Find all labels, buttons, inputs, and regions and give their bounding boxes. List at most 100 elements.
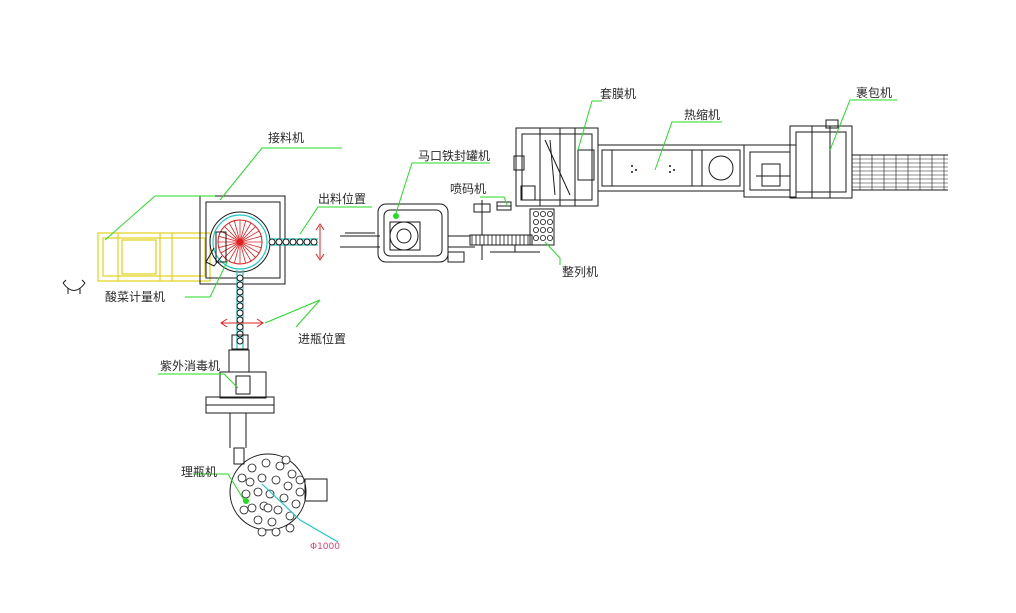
conveyor-bottle-infeed bbox=[220, 270, 264, 350]
conveyor-bottle bbox=[236, 295, 244, 303]
aligner-cell bbox=[547, 234, 554, 241]
rotary-ray bbox=[239, 241, 252, 262]
bottle-slot bbox=[245, 477, 255, 487]
rotary-filler-table bbox=[209, 211, 271, 273]
bottle-slot bbox=[275, 461, 285, 471]
orientation-symbol bbox=[62, 279, 86, 294]
aligning-machine bbox=[490, 208, 555, 253]
label-diameter-dimension: Φ1000 bbox=[310, 542, 340, 552]
rotary-ray bbox=[239, 241, 247, 264]
bottle-slot bbox=[239, 505, 249, 515]
conveyor-bottle bbox=[236, 323, 244, 331]
wrap-around-packer bbox=[743, 119, 948, 199]
discharge-position-marker bbox=[315, 223, 325, 261]
aligner-cell bbox=[547, 210, 554, 217]
label-wrap-around-packer: 裹包机 bbox=[856, 85, 892, 100]
label-bottle-unscrambler: 理瓶机 bbox=[181, 465, 217, 479]
accumulating-conveyor bbox=[469, 234, 533, 246]
bottle-slot bbox=[261, 458, 271, 468]
bottle-slot bbox=[253, 487, 263, 497]
label-uv-sterilizer: 紫外消毒机 bbox=[160, 359, 220, 373]
bottle-slot bbox=[285, 511, 295, 521]
rotary-ray bbox=[218, 235, 241, 243]
aligner-cell bbox=[547, 218, 554, 225]
bottle-slot bbox=[287, 469, 297, 479]
bottle-slot bbox=[257, 473, 267, 483]
conveyor-bottle bbox=[236, 281, 244, 289]
conveyor-bottle bbox=[289, 238, 297, 246]
rotary-ray bbox=[220, 241, 241, 254]
aligner-cell bbox=[540, 218, 547, 225]
conveyor-bottle bbox=[236, 337, 244, 345]
label-film-sleeving-machine: 套膜机 bbox=[600, 87, 636, 101]
bottle-slot bbox=[237, 473, 247, 483]
bottle-slot bbox=[253, 515, 263, 525]
bottle-slot bbox=[281, 455, 291, 465]
aligner-cell bbox=[540, 234, 547, 241]
leader-lines bbox=[104, 99, 897, 501]
inkjet-coder bbox=[473, 200, 512, 260]
bottle-slot bbox=[273, 505, 283, 515]
rotary-ray bbox=[239, 226, 256, 243]
label-discharge-position: 出料位置 bbox=[318, 191, 366, 206]
bottle-slot bbox=[247, 463, 257, 473]
rotary-ray bbox=[239, 222, 252, 243]
conveyor-to-sealer bbox=[268, 223, 380, 261]
label-heat-shrink-tunnel: 热缩机 bbox=[684, 107, 720, 122]
bottle-slot bbox=[267, 517, 277, 527]
bottle-inlet-position-marker bbox=[220, 318, 264, 328]
label-receiving-machine: 接料机 bbox=[268, 130, 304, 145]
label-tinplate-can-sealer: 马口铁封罐机 bbox=[418, 149, 490, 163]
aligner-cell bbox=[540, 226, 547, 233]
aligner-cell bbox=[533, 234, 540, 241]
rotary-ray bbox=[224, 241, 241, 258]
aligner-cell bbox=[533, 226, 540, 233]
aligner-cell bbox=[533, 210, 540, 217]
label-bottle-inlet-position: 进瓶位置 bbox=[298, 331, 346, 346]
bottle-slot bbox=[257, 527, 267, 537]
rotary-ray bbox=[239, 241, 260, 254]
rotary-ray bbox=[233, 241, 241, 264]
tinplate-can-sealer bbox=[377, 203, 475, 263]
bottle-slot bbox=[295, 487, 305, 497]
heater-dots bbox=[631, 165, 675, 173]
rotary-ray bbox=[239, 220, 247, 243]
bottle-slot bbox=[295, 475, 305, 485]
yellow-feed-hopper bbox=[97, 232, 211, 282]
conveyor-bottle bbox=[275, 238, 283, 246]
rotary-ray bbox=[239, 241, 262, 249]
conveyor-bottle bbox=[236, 316, 244, 324]
bottle-slot bbox=[241, 489, 251, 499]
aligner-cell bbox=[540, 210, 547, 217]
conveyor-bottle bbox=[282, 238, 290, 246]
conveyor-bottle bbox=[236, 274, 244, 282]
rotary-ray bbox=[239, 230, 260, 243]
conveyor-bottle bbox=[310, 238, 318, 246]
rotary-ray bbox=[239, 235, 262, 243]
rotary-ray bbox=[228, 222, 241, 243]
label-inkjet-coder: 喷码机 bbox=[450, 182, 486, 196]
label-sauerkraut-metering-machine: 酸菜计量机 bbox=[105, 289, 165, 304]
rotary-ray bbox=[218, 241, 241, 249]
bottle-slot bbox=[291, 499, 301, 509]
conveyor-bottle bbox=[268, 238, 276, 246]
bottle-slot bbox=[283, 481, 293, 491]
film-sleeving-machine bbox=[513, 127, 599, 207]
label-aligning-machine: 整列机 bbox=[562, 264, 598, 279]
bottle-slot bbox=[247, 503, 257, 513]
conveyor-bottle bbox=[296, 238, 304, 246]
rotary-ray bbox=[239, 241, 256, 258]
bottle-slot bbox=[285, 523, 295, 533]
aligner-cell bbox=[533, 218, 540, 225]
bottle-slot bbox=[271, 527, 281, 537]
conveyor-bottle bbox=[303, 238, 311, 246]
rotary-ray bbox=[224, 226, 241, 243]
aligner-cell bbox=[547, 226, 554, 233]
bottle-slot bbox=[265, 489, 275, 499]
conveyor-bottle bbox=[236, 302, 244, 310]
bottle-slot bbox=[279, 493, 289, 503]
conveyor-bottle bbox=[236, 309, 244, 317]
rotary-ray bbox=[233, 220, 241, 243]
rotary-ray bbox=[228, 241, 241, 262]
